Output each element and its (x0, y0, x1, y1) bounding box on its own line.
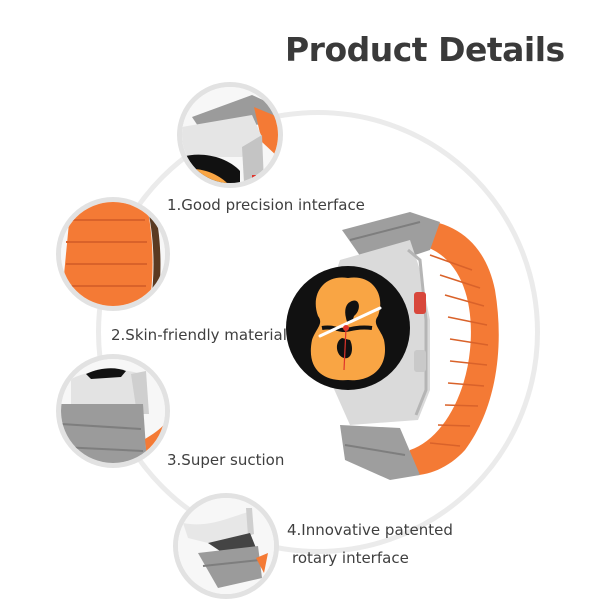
feature-label-2: 2.Skin-friendly material (111, 326, 287, 344)
page-title: Product Details (285, 30, 565, 69)
feature-thumb-2 (61, 202, 165, 306)
product-image-watch (280, 200, 510, 480)
feature-thumb-1 (182, 87, 278, 183)
feature-thumb-3 (61, 359, 165, 463)
feature-label-4-line1: 4.Innovative patented (287, 521, 453, 539)
feature-thumb-4 (178, 498, 274, 594)
feature-label-4-line2: rotary interface (292, 549, 409, 567)
feature-label-3: 3.Super suction (167, 451, 285, 469)
feature-label-1: 1.Good precision interface (167, 196, 365, 214)
decorative-ring (96, 110, 540, 554)
